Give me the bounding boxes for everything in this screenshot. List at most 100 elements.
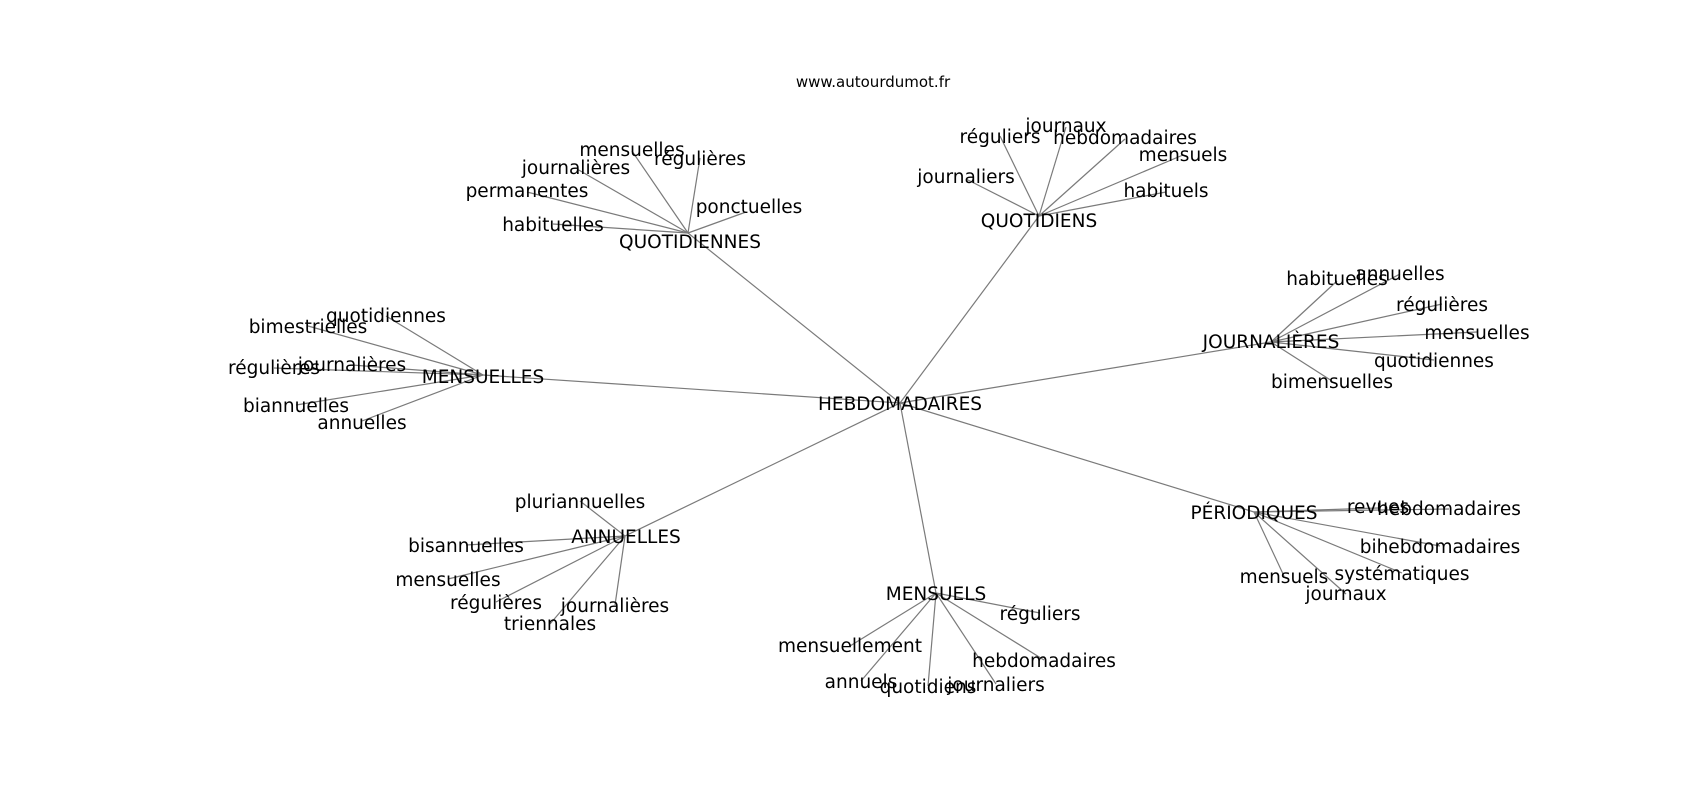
- edge-annuelles-2: [447, 535, 626, 580]
- hub-word-quotidiens[interactable]: QUOTIDIENS: [981, 211, 1097, 232]
- hub-word-mensuelles[interactable]: MENSUELLES: [422, 367, 545, 388]
- edge-annuelles-0: [579, 500, 626, 537]
- center-word[interactable]: HEBDOMADAIRES: [818, 394, 982, 415]
- edge-quotidiens-5: [1038, 191, 1167, 217]
- edge-annuelles-3: [495, 535, 626, 603]
- edge-quotidiens-4: [965, 178, 1040, 217]
- edge-periodiques-4: [1253, 511, 1285, 577]
- edge-mensuelles-2: [273, 367, 484, 376]
- edge-quotidiens-0: [1038, 126, 1067, 217]
- leaf-word[interactable]: journaliers: [946, 675, 1044, 696]
- leaf-word[interactable]: journalières: [297, 355, 406, 376]
- leaf-word[interactable]: systématiques: [1334, 564, 1469, 585]
- leaf-word[interactable]: journaliers: [916, 167, 1014, 188]
- leaf-word[interactable]: annuelles: [1355, 264, 1444, 285]
- edge-periodiques-1: [1253, 508, 1450, 513]
- leaf-word[interactable]: mensuels: [1240, 567, 1329, 588]
- edge-mensuels-0: [935, 592, 1041, 614]
- edge-mensuels-3: [860, 592, 937, 682]
- leaf-word[interactable]: bisannuelles: [408, 536, 524, 557]
- edge-journalieres-1: [1270, 273, 1401, 343]
- leaf-word[interactable]: réguliers: [1000, 604, 1081, 625]
- edge-journalieres-2: [1270, 303, 1443, 343]
- leaf-word[interactable]: régulières: [1396, 295, 1488, 316]
- leaf-word[interactable]: quotidiens: [880, 677, 977, 698]
- hub-word-quotidiennes[interactable]: QUOTIDIENNES: [619, 232, 761, 253]
- leaf-word[interactable]: bihebdomadaires: [1360, 537, 1521, 558]
- edge-annuelles-1: [465, 535, 626, 546]
- edge-mensuelles-5: [361, 374, 484, 422]
- hub-word-periodiques[interactable]: PÉRIODIQUES: [1191, 502, 1318, 524]
- edge-quotidiennes-4: [687, 211, 747, 234]
- leaf-word[interactable]: journaux: [1024, 116, 1106, 137]
- leaf-word[interactable]: triennales: [504, 614, 596, 635]
- graph-labels: www.autourdumot.fr mensuellesrégulièresj…: [228, 73, 1530, 698]
- edge-journalieres-3: [1270, 331, 1478, 343]
- site-url[interactable]: www.autourdumot.fr: [796, 73, 951, 91]
- hub-word-journalieres[interactable]: JOURNALIÈRES: [1202, 331, 1340, 353]
- hub-word-annuelles[interactable]: ANNUELLES: [571, 527, 681, 548]
- edge-mensuels-1: [849, 592, 937, 647]
- edge-journalieres-0: [1270, 280, 1338, 343]
- hub-word-mensuels[interactable]: MENSUELS: [886, 584, 987, 605]
- edge-mensuels-2: [935, 592, 1045, 661]
- edge-annuelles-4: [614, 535, 626, 606]
- leaf-word[interactable]: habituelles: [1286, 269, 1388, 290]
- edge-mensuelles-0: [385, 315, 484, 376]
- leaf-word[interactable]: régulières: [228, 358, 320, 379]
- leaf-word[interactable]: régulières: [450, 593, 542, 614]
- graph-edges: [273, 126, 1478, 687]
- edge-mensuels-5: [935, 592, 997, 685]
- edge-quotidiennes-3: [526, 191, 689, 234]
- leaf-word[interactable]: hebdomadaires: [1053, 128, 1197, 149]
- edge-center-quotidiens: [899, 215, 1040, 404]
- leaf-word[interactable]: hebdomadaires: [972, 651, 1116, 672]
- edge-quotidiennes-5: [552, 223, 689, 234]
- leaf-word[interactable]: habituelles: [502, 215, 604, 236]
- leaf-word[interactable]: biannuelles: [243, 396, 349, 417]
- leaf-word[interactable]: ponctuelles: [696, 197, 803, 218]
- edge-center-journalieres: [899, 341, 1272, 404]
- edge-journalieres-4: [1270, 341, 1435, 361]
- leaf-word[interactable]: quotidiennes: [1374, 351, 1494, 372]
- edge-center-mensuels: [899, 402, 937, 594]
- edge-quotidiens-3: [1038, 154, 1184, 217]
- edge-mensuels-4: [927, 592, 937, 687]
- leaf-word[interactable]: pluriannuelles: [515, 492, 646, 513]
- edge-periodiques-3: [1253, 511, 1403, 574]
- leaf-word[interactable]: journalières: [521, 158, 630, 179]
- leaf-word[interactable]: mensuelles: [395, 570, 500, 591]
- leaf-word[interactable]: journaux: [1304, 584, 1386, 605]
- leaf-word[interactable]: réguliers: [960, 127, 1041, 148]
- leaf-word[interactable]: hebdomadaires: [1377, 499, 1521, 520]
- leaf-word[interactable]: journalières: [560, 596, 669, 617]
- leaf-word[interactable]: permanentes: [466, 181, 589, 202]
- edge-journalieres-5: [1270, 341, 1333, 382]
- edge-quotidiennes-2: [576, 168, 689, 234]
- edge-quotidiens-2: [1038, 138, 1126, 217]
- leaf-word[interactable]: quotidiennes: [326, 306, 446, 327]
- leaf-word[interactable]: annuelles: [317, 413, 406, 434]
- edge-mensuelles-4: [295, 374, 484, 406]
- edge-center-periodiques: [899, 402, 1255, 513]
- edge-quotidiennes-1: [687, 157, 701, 234]
- leaf-word[interactable]: régulières: [654, 149, 746, 170]
- leaf-word[interactable]: habituels: [1123, 181, 1208, 202]
- edge-periodiques-2: [1253, 511, 1441, 547]
- edge-center-annuelles: [624, 402, 901, 537]
- edge-periodiques-5: [1253, 511, 1347, 595]
- leaf-word[interactable]: bimensuelles: [1271, 372, 1393, 393]
- leaf-word[interactable]: mensuellement: [778, 636, 922, 657]
- leaf-word[interactable]: bimestrielles: [249, 317, 368, 338]
- leaf-word[interactable]: mensuelles: [1424, 323, 1529, 344]
- edge-mensuelles-1: [307, 325, 484, 376]
- leaf-word[interactable]: annuels: [825, 672, 898, 693]
- edge-center-quotidiennes: [687, 232, 901, 404]
- leaf-word[interactable]: revues: [1347, 497, 1409, 518]
- edge-center-mensuelles: [482, 374, 901, 404]
- leaf-word[interactable]: mensuelles: [579, 140, 684, 161]
- edge-mensuelles-3: [351, 364, 484, 376]
- edge-annuelles-5: [549, 535, 626, 625]
- leaf-word[interactable]: mensuels: [1139, 145, 1228, 166]
